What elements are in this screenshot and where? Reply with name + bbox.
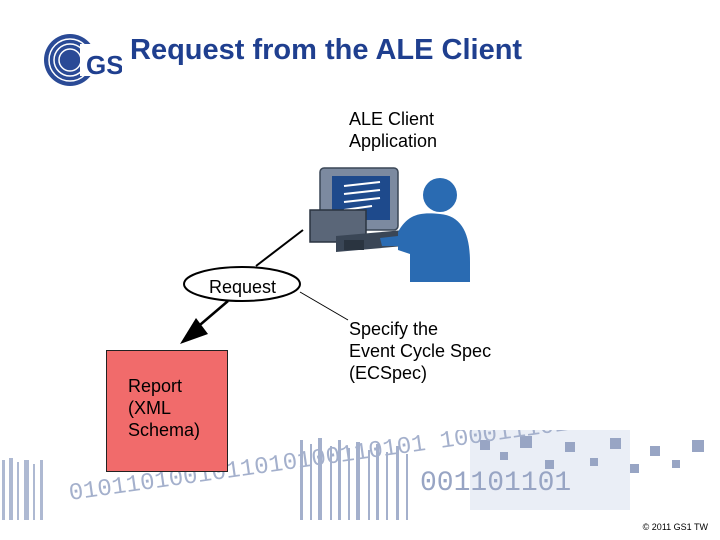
report-label-line: Schema) bbox=[128, 420, 201, 440]
report-label: Report (XML Schema) bbox=[128, 375, 200, 441]
callout-line: Specify the bbox=[349, 319, 439, 339]
report-label-line: Report bbox=[128, 376, 183, 396]
callout-line: (ECSpec) bbox=[349, 363, 428, 383]
page-title: Request from the ALE Client bbox=[130, 34, 523, 66]
client-label-line: ALE Client bbox=[349, 109, 435, 129]
binary-strip-decoration: 0101101001011010100110101 1000111010 001… bbox=[0, 430, 704, 525]
gs1-logo: GS1 bbox=[44, 34, 122, 86]
ecspec-callout: Specify the Event Cycle Spec (ECSpec) bbox=[349, 318, 491, 384]
copyright-footer: © 2011 GS1 TW bbox=[642, 522, 708, 532]
logo-text: GS1 bbox=[86, 50, 122, 80]
request-label: Request bbox=[209, 277, 277, 297]
binary-digits-right: 001101101 bbox=[420, 468, 571, 499]
computer-user-illustration bbox=[309, 167, 470, 282]
callout-line: Event Cycle Spec bbox=[349, 341, 492, 361]
client-label-line: Application bbox=[349, 131, 438, 151]
report-label-line: (XML bbox=[128, 398, 172, 418]
report-box bbox=[106, 350, 228, 472]
client-application-label: ALE Client Application bbox=[349, 108, 437, 152]
